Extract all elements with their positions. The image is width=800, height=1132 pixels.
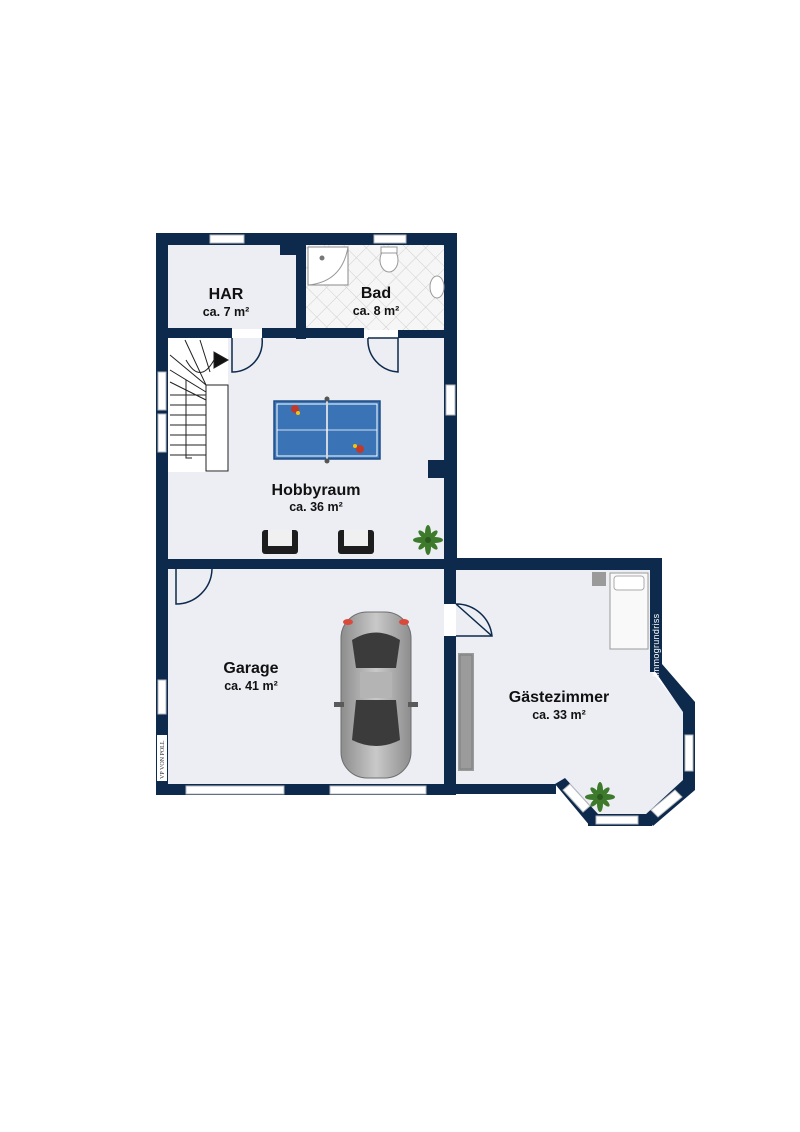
window-gaeste-right	[684, 734, 694, 772]
window-gaeste-bottom	[595, 815, 639, 825]
label-har-area: ca. 7 m²	[203, 305, 250, 319]
door-gaeste	[455, 603, 493, 637]
window-hobby-left-2	[157, 413, 167, 453]
plant-gaestezimmer	[585, 782, 615, 812]
window-bad	[373, 234, 407, 244]
label-gaestezimmer-area: ca. 33 m²	[532, 708, 586, 722]
door-bad	[367, 337, 399, 373]
label-gaestezimmer-name: Gästezimmer	[509, 689, 610, 706]
label-garage-area: ca. 41 m²	[224, 679, 278, 693]
plant-hobbyraum	[413, 525, 443, 555]
sideboard	[458, 653, 474, 771]
doors	[175, 337, 493, 637]
window-garage-bottom-1	[185, 785, 285, 795]
window-bay-right	[650, 789, 683, 818]
label-bad-name: Bad	[361, 285, 391, 302]
label-hobbyraum-name: Hobbyraum	[272, 482, 361, 499]
window-bay-left	[562, 783, 591, 813]
label-hobbyraum-area: ca. 36 m²	[289, 500, 343, 514]
logo-monogram: VP	[160, 771, 166, 779]
logo-text: VON POLL	[160, 740, 166, 770]
label-bad-area: ca. 8 m²	[353, 304, 400, 318]
armchair-right	[338, 530, 374, 554]
bath-fixtures	[307, 246, 445, 299]
door-har	[231, 337, 264, 373]
watermark-immogrundriss: Immogrundriss	[651, 613, 661, 677]
door-garage	[175, 568, 213, 605]
car	[334, 611, 418, 779]
staircase	[168, 338, 230, 472]
label-har-name: HAR	[209, 286, 244, 303]
room-labels: HAR ca. 7 m² Bad ca. 8 m² Hobbyraum ca. …	[203, 285, 610, 722]
armchairs	[262, 530, 374, 554]
window-har	[209, 234, 245, 244]
windows	[157, 234, 694, 825]
window-hobby-right	[445, 384, 456, 416]
window-garage-bottom-2	[329, 785, 427, 795]
armchair-left	[262, 530, 298, 554]
window-hobby-left-1	[157, 371, 167, 411]
window-garage-left	[157, 679, 167, 715]
label-garage-name: Garage	[223, 660, 278, 677]
floor-har	[168, 245, 296, 329]
sink	[429, 275, 445, 299]
bed	[592, 572, 649, 650]
table-tennis	[273, 396, 381, 464]
logo: VP VON POLL	[157, 735, 167, 781]
